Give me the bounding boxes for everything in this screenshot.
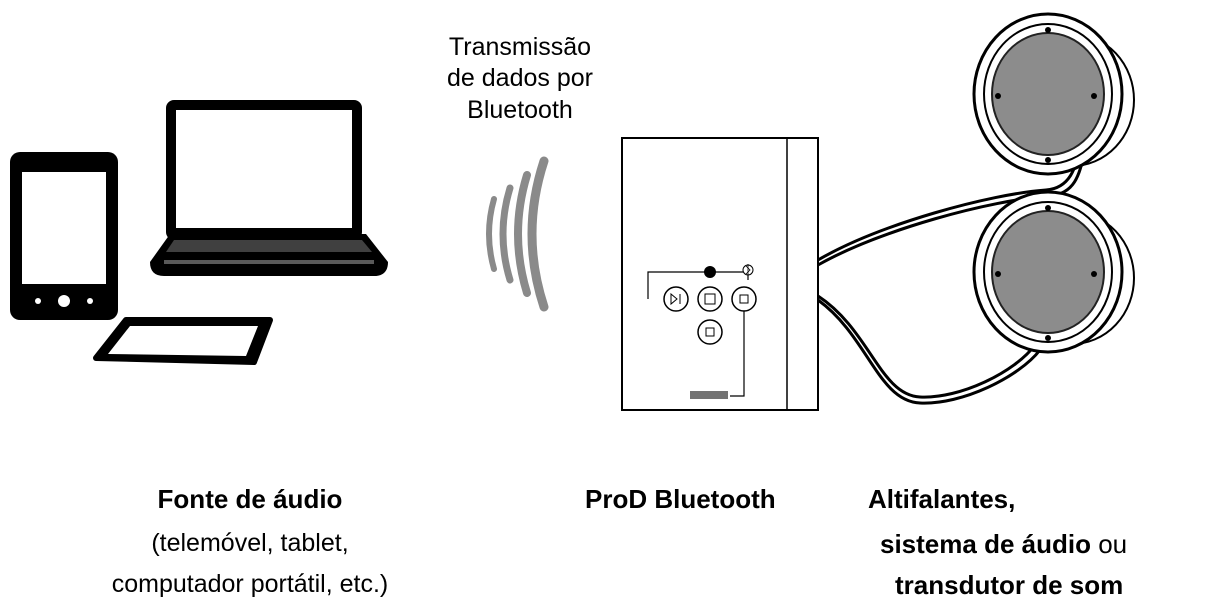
transmission-label: Transmissão de dados por Bluetooth [400, 32, 640, 126]
transmission-label-line3: Bluetooth [467, 95, 573, 124]
bluetooth-icon [742, 264, 754, 276]
transmission-label-line2: de dados por [447, 64, 593, 93]
prod-bluetooth-device [621, 137, 819, 411]
speakers-line3: transdutor de som [895, 570, 1124, 600]
speakers-line2-regular: ou [1090, 529, 1128, 559]
bluetooth-waves-icon [486, 156, 549, 312]
audio-source-title: Fonte de áudio [157, 484, 343, 514]
next-button-icon [697, 286, 723, 312]
center-button-icon [697, 319, 723, 345]
receiver-title: ProD Bluetooth [585, 484, 776, 514]
transmission-label-line1: Transmissão [448, 33, 592, 61]
tablet-icon [93, 317, 273, 365]
play-pause-button-icon [663, 286, 689, 312]
laptop-icon [150, 100, 388, 276]
stop-button-icon [731, 286, 757, 312]
speaker-icon [972, 12, 1135, 176]
speakers-line2: sistema de áudio ou [880, 531, 1127, 557]
pairing-label-mark [690, 391, 728, 399]
speakers-line2-bold: sistema de áudio [880, 529, 1091, 559]
speaker-icon [972, 190, 1135, 354]
smartphone-icon [10, 152, 118, 320]
speakers-title: Altifalantes, [868, 484, 1016, 514]
audio-source-subtitle-line1: (telemóvel, tablet, [151, 529, 349, 557]
audio-source-subtitle-line2: computador portátil, etc.) [111, 570, 389, 598]
